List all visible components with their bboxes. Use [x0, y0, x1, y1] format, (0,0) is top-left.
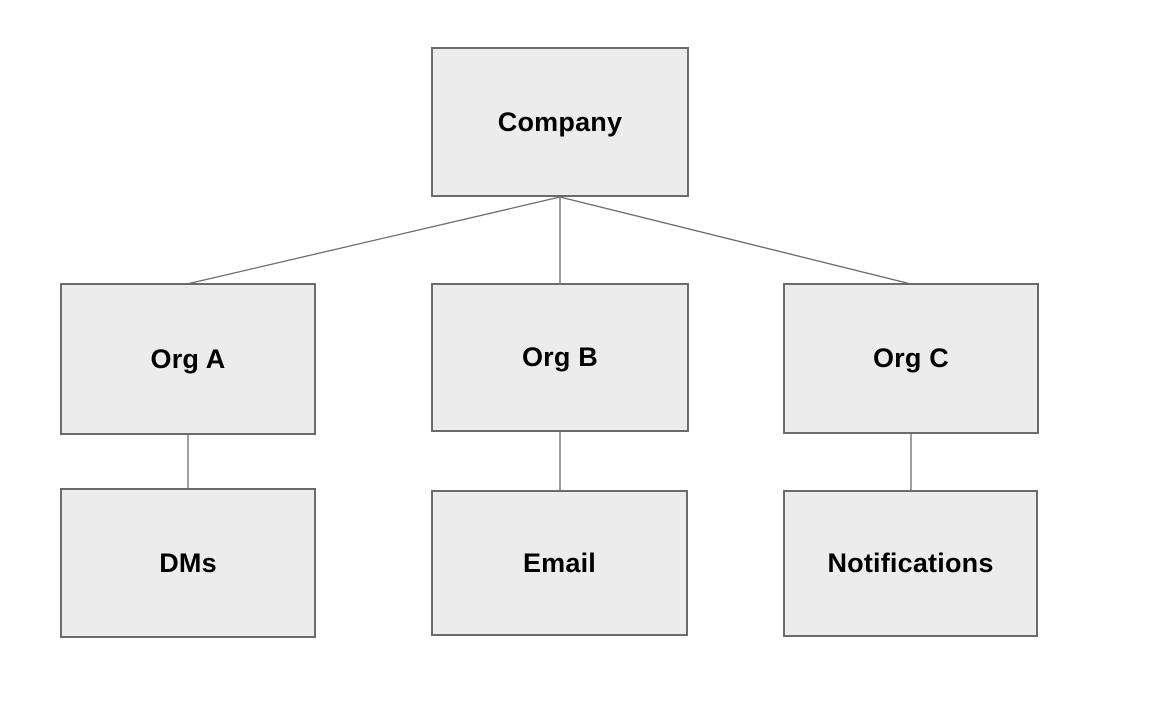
- node-org-a: Org A: [60, 283, 316, 435]
- node-email-label: Email: [522, 547, 597, 578]
- node-notifications-label: Notifications: [827, 548, 994, 578]
- edge-company-org-a: [186, 196, 561, 285]
- node-company-label: Company: [497, 106, 623, 137]
- edge-company-org-c: [559, 196, 912, 285]
- node-notifications: Notifications: [783, 490, 1038, 637]
- node-company: Company: [431, 47, 689, 197]
- node-dms-label: DMs: [159, 547, 217, 578]
- node-org-c-label: Org C: [872, 343, 949, 373]
- node-org-b: Org B: [431, 283, 689, 432]
- node-org-c: Org C: [783, 283, 1039, 434]
- node-org-a-label: Org A: [150, 343, 226, 374]
- node-org-b-label: Org B: [521, 342, 598, 372]
- node-email: Email: [431, 490, 688, 636]
- node-dms: DMs: [60, 488, 316, 638]
